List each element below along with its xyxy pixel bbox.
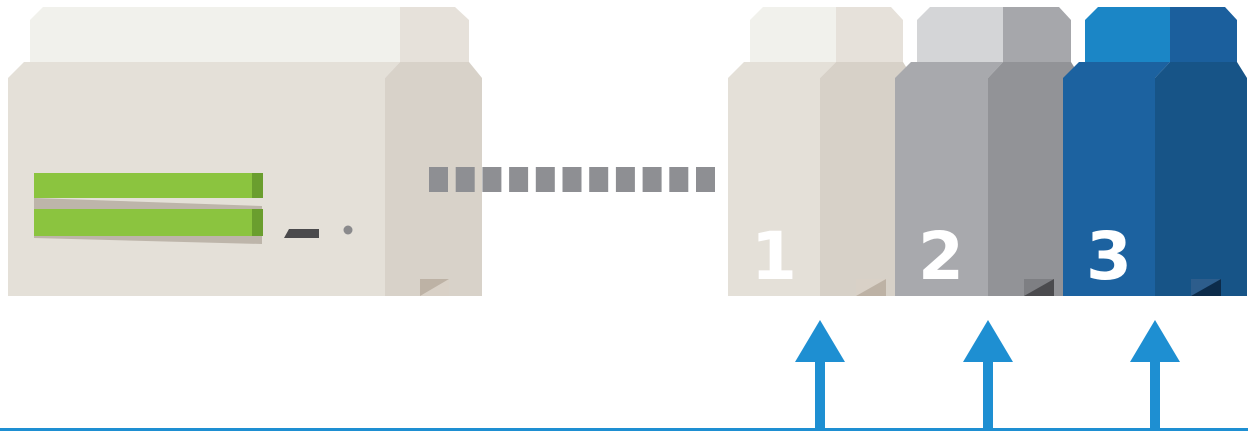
connector-dash [616, 167, 635, 192]
up-arrow-shaft [1150, 360, 1160, 430]
drive-slot-lower-edge [252, 209, 263, 236]
connector-dash [589, 167, 608, 192]
connector-dash [536, 167, 555, 192]
connector-dash [669, 167, 688, 192]
main-unit [8, 7, 482, 296]
module-side-face [1155, 62, 1247, 296]
usb-port-icon [284, 229, 319, 238]
module-top-front [750, 7, 836, 62]
connector-dash [482, 167, 501, 192]
connector-dash [643, 167, 662, 192]
connector-dash [456, 167, 475, 192]
module-2: 2 [895, 7, 1081, 296]
up-arrow-head [1130, 320, 1180, 362]
module-3: 3 [1063, 7, 1247, 296]
status-led [344, 226, 353, 235]
module-top-side [1003, 7, 1071, 62]
main-unit-top-front [30, 7, 400, 62]
connector-dash [696, 167, 715, 192]
module-number: 2 [918, 218, 964, 295]
connector-dash [509, 167, 528, 192]
connector-dash [429, 167, 448, 192]
module-number: 1 [751, 218, 797, 295]
up-arrow-shaft [815, 360, 825, 430]
connector-dash [563, 167, 582, 192]
up-arrow-shaft [983, 360, 993, 430]
module-top-front [917, 7, 1003, 62]
module-top-side [1170, 7, 1237, 62]
up-arrow [963, 320, 1013, 430]
baseline [0, 428, 1248, 431]
drive-slot-lower [34, 209, 263, 236]
expansion-modules: 1 2 3 [728, 7, 1247, 296]
module-number: 3 [1086, 218, 1132, 295]
up-arrow [1130, 320, 1180, 430]
drive-slot-upper-edge [252, 173, 263, 198]
module-top-side [836, 7, 903, 62]
up-arrow-head [795, 320, 845, 362]
module-top-front [1085, 7, 1170, 62]
drive-slot-upper [34, 173, 263, 198]
main-unit-top-side [400, 7, 469, 62]
up-arrow [795, 320, 845, 430]
arrows [795, 320, 1180, 430]
up-arrow-head [963, 320, 1013, 362]
connector-dashes [429, 167, 715, 192]
module-1: 1 [728, 7, 913, 296]
